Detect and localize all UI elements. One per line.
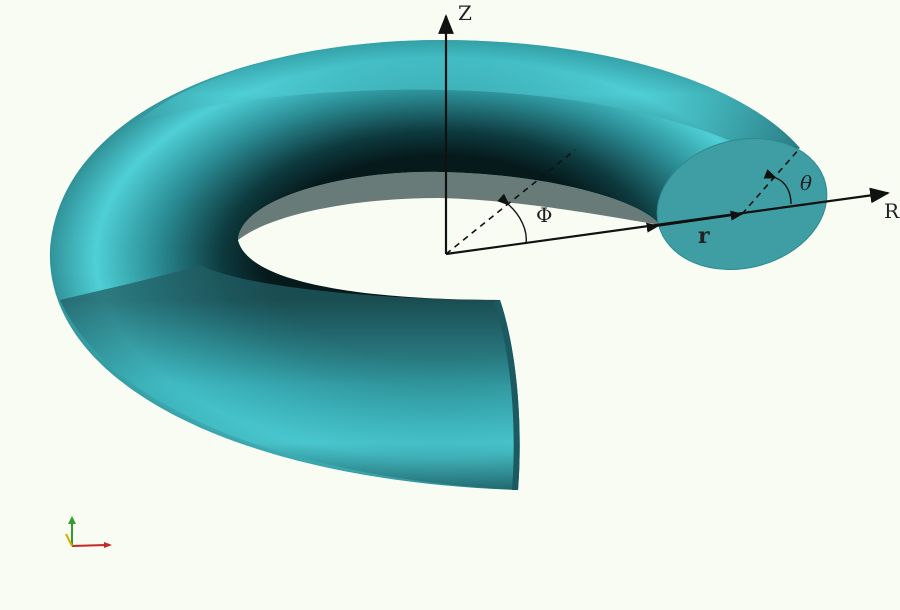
minor-radius-arrow xyxy=(646,210,744,233)
phi-angle-arc xyxy=(497,193,527,245)
torus-front-band xyxy=(60,265,520,490)
torus-inner-hole xyxy=(238,171,660,240)
theta-label: θ xyxy=(800,171,812,195)
theta-reference-line xyxy=(741,147,801,215)
axes xyxy=(438,14,890,256)
torus xyxy=(49,40,800,490)
theta-angle-arc xyxy=(763,169,792,205)
z-axis-label: Z xyxy=(458,1,472,25)
torus-top-band xyxy=(140,40,800,160)
phi-label: Φ xyxy=(536,203,552,227)
phi-reference-line xyxy=(445,149,576,255)
minor-radius-label: r xyxy=(698,223,710,249)
xyz-axes-icon xyxy=(65,516,112,548)
r-axis-label: R xyxy=(884,199,900,223)
torus-cut-end xyxy=(494,300,520,490)
